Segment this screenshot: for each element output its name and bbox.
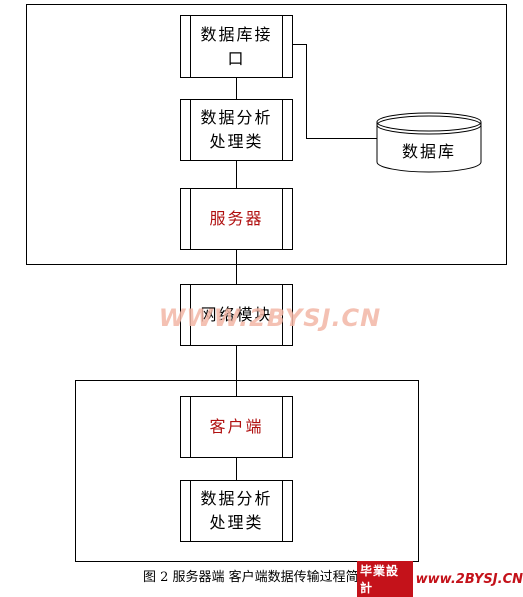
db-interface-box: 数据库接 口 xyxy=(180,15,293,78)
client-label: 客户端 xyxy=(209,417,264,436)
server-box: 服务器 xyxy=(180,188,293,250)
connector-db-vertical xyxy=(306,44,307,138)
server-label: 服务器 xyxy=(209,209,264,228)
connector-analysis-server xyxy=(236,161,237,188)
database-cylinder-icon xyxy=(376,112,482,173)
server-side-container xyxy=(26,4,507,265)
server-data-analysis-label: 数据分析 处理类 xyxy=(200,108,273,151)
connector-network-client xyxy=(236,346,237,396)
watermark-text: WWW.2BYSJ.CN xyxy=(158,304,382,332)
database-label: 数据库 xyxy=(401,142,456,161)
db-interface-label: 数据库接 口 xyxy=(200,24,273,68)
figure-caption: 图 2 服务器端 客户端数据传输过程简图 xyxy=(143,570,372,585)
network-module-label: 网络模块 xyxy=(200,305,273,324)
logo-url: www.2BYSJ.CN xyxy=(415,571,523,587)
client-side-container xyxy=(75,380,419,562)
connector-db-horizontal xyxy=(306,138,377,139)
connector-dbinterface-analysis xyxy=(236,78,237,99)
logo-badge: 毕業設計 xyxy=(357,561,413,597)
client-data-analysis-label: 数据分析 处理类 xyxy=(200,489,273,532)
client-data-analysis-box: 数据分析 处理类 xyxy=(180,480,293,542)
connector-client-analysis xyxy=(236,458,237,480)
connector-server-network xyxy=(236,250,237,284)
client-box: 客户端 xyxy=(180,396,293,458)
site-logo: 毕業設計 www.2BYSJ.CN xyxy=(357,561,523,597)
connector-dbinterface-right xyxy=(293,44,306,45)
network-module-box: 网络模块 xyxy=(180,284,293,346)
server-data-analysis-box: 数据分析 处理类 xyxy=(180,99,293,161)
